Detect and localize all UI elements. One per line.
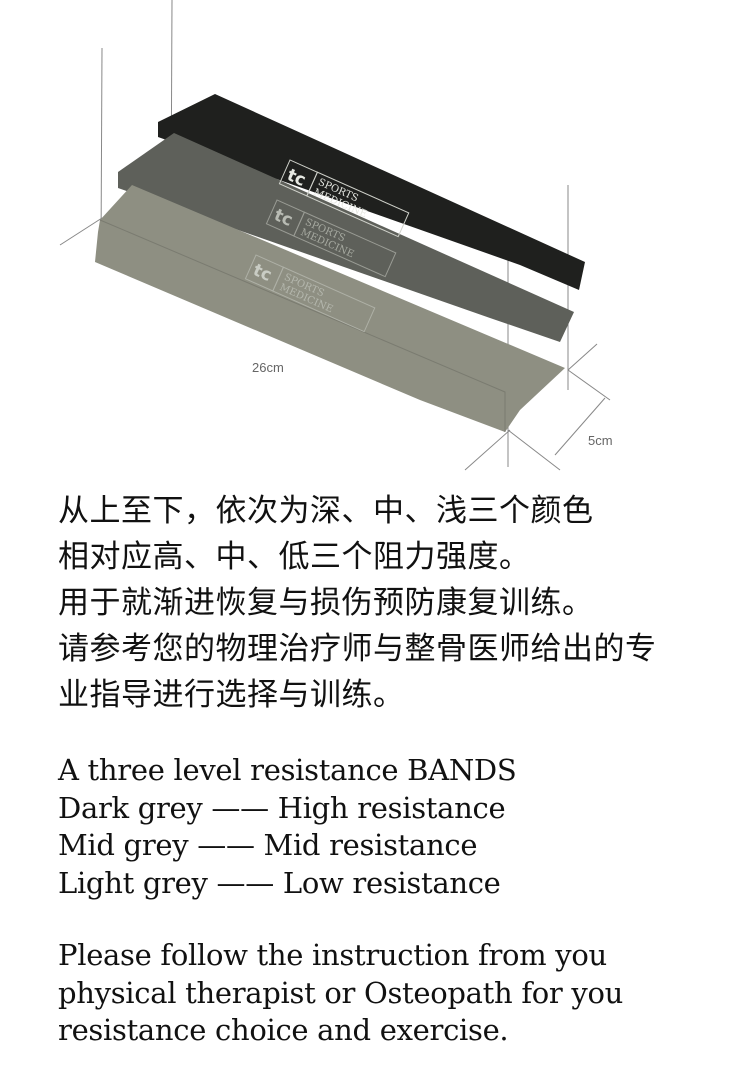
cn-line: 从上至下，依次为深、中、浅三个颜色 — [58, 493, 594, 529]
mid-band — [118, 133, 574, 342]
width-label: 5cm — [588, 433, 613, 448]
en-heading: A three level resistance BANDS — [58, 753, 517, 787]
resistance-levels: A three level resistance BANDS Dark grey… — [58, 752, 517, 902]
level-light: Light grey —— Low resistance — [58, 865, 501, 900]
level-mid: Mid grey —— Mid resistance — [58, 828, 478, 862]
chinese-description: 从上至下，依次为深、中、浅三个颜色 相对应高、中、低三个阻力强度。 用于就渐进恢… — [58, 488, 657, 718]
instruction-note: Please follow the instruction from you p… — [58, 937, 623, 1050]
dark-band — [158, 94, 585, 290]
resistance-bands-photo: tc SPORTS MEDICINE tc SPORTS MEDICINE tc… — [0, 0, 730, 480]
light-band — [95, 185, 565, 432]
note-line: physical therapist or Osteopath for you — [58, 975, 624, 1010]
cn-line: 相对应高、中、低三个阻力强度。 — [58, 539, 531, 575]
level-dark: Dark grey —— High resistance — [58, 790, 506, 825]
cn-line: 请参考您的物理治疗师与整骨医师给出的专 — [58, 631, 657, 667]
note-line: resistance choice and exercise. — [58, 1013, 509, 1047]
note-line: Please follow the instruction from you — [58, 938, 607, 972]
cn-line: 业指导进行选择与训练。 — [58, 677, 405, 713]
length-label: 26cm — [252, 360, 284, 375]
cn-line: 用于就渐进恢复与损伤预防康复训练。 — [58, 585, 594, 621]
